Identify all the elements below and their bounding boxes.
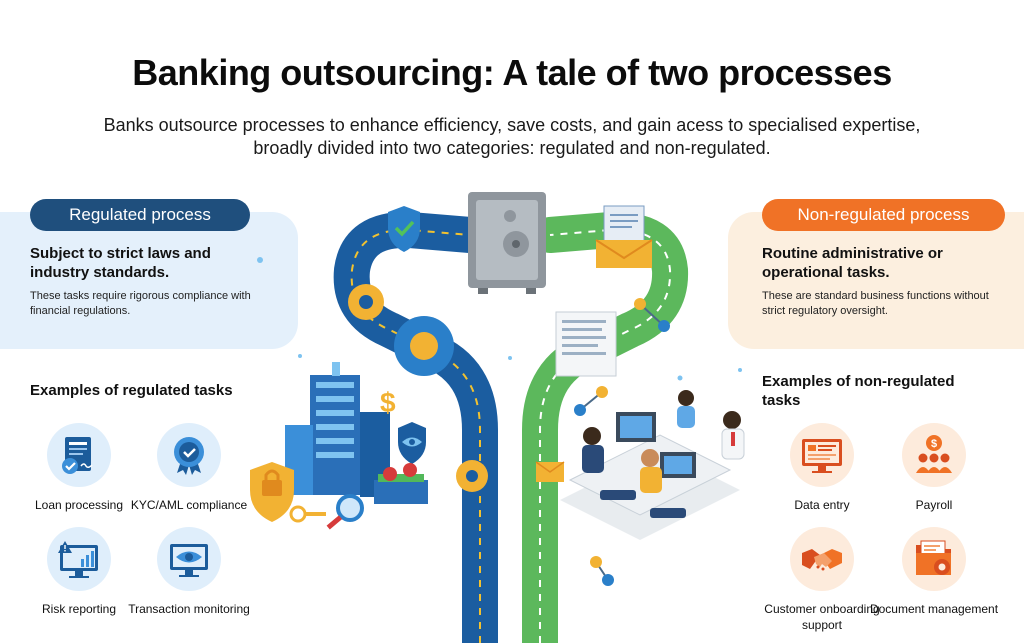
regulated-process-label: Regulated process [30,199,250,231]
decorative-dots [257,257,742,381]
non-regulated-road [522,211,689,643]
task-payroll: $ Payroll [869,423,999,513]
loan-document-icon [47,423,111,487]
buildings-icon [285,362,390,497]
shield-eye-icon [398,422,426,464]
task-label: Customer onboarding support [764,602,880,632]
page-title: Banking outsourcing: A tale of two proce… [132,52,892,93]
document-gear-icon [902,527,966,591]
gear-icon [456,460,488,492]
regulated-heading: Subject to strict laws and industry stan… [30,245,211,281]
verified-badge-icon [157,423,221,487]
task-data-entry: Data entry [757,423,887,513]
task-kyc-aml: KYC/AML compliance [124,423,254,513]
key-icon [289,505,326,523]
magnifier-icon [326,494,364,530]
regulated-description: These tasks require rigorous compliance … [30,290,251,317]
risk-chart-icon [47,527,111,591]
non-regulated-examples-heading: Examples of non-regulated tasks [762,373,955,409]
task-document-management: Document management [869,527,999,617]
cash-stack-icon [374,463,428,504]
receipt-icon [555,311,617,377]
task-label: Payroll [915,498,953,512]
task-label: Loan processing [34,498,124,512]
safe-icon [468,192,546,294]
eye-monitor-icon [157,527,221,591]
task-risk-reporting: Risk reporting [14,527,144,617]
task-transaction-monitoring: Transaction monitoring [124,527,254,617]
task-label: Risk reporting [41,602,117,616]
task-label: KYC/AML compliance [130,498,248,512]
task-label: Document management [869,602,999,616]
centre-illustration: $ [250,192,745,643]
padlock-shield-icon [250,462,294,522]
payroll-icon: $ [902,423,966,487]
envelope-icon [535,461,565,482]
task-customer-onboarding: Customer onboarding support [757,527,887,633]
handshake-icon [790,527,854,591]
regulated-panel [0,212,298,349]
mail-document-icon [595,205,653,268]
dollar-icon: $ [380,387,396,418]
regulated-examples-heading: Examples of regulated tasks [30,382,233,399]
task-loan-processing: Loan processing [14,423,144,513]
non-regulated-heading: Routine administrative or operational ta… [762,245,943,281]
non-regulated-panel [728,212,1024,349]
gear-icon [348,284,384,320]
data-entry-icon [790,423,854,487]
non-regulated-description: These are standard business functions wi… [762,290,989,317]
task-label: Transaction monitoring [128,602,250,616]
page-subtitle: Banks outsource processes to enhance eff… [103,115,921,158]
shield-check-icon [388,206,420,252]
network-nodes [574,298,670,586]
gear-icon [394,316,454,376]
svg-text:$: $ [931,438,937,450]
non-regulated-process-label: Non-regulated process [762,199,1005,231]
task-label: Data entry [794,498,850,512]
office-workers-illustration [560,390,745,540]
